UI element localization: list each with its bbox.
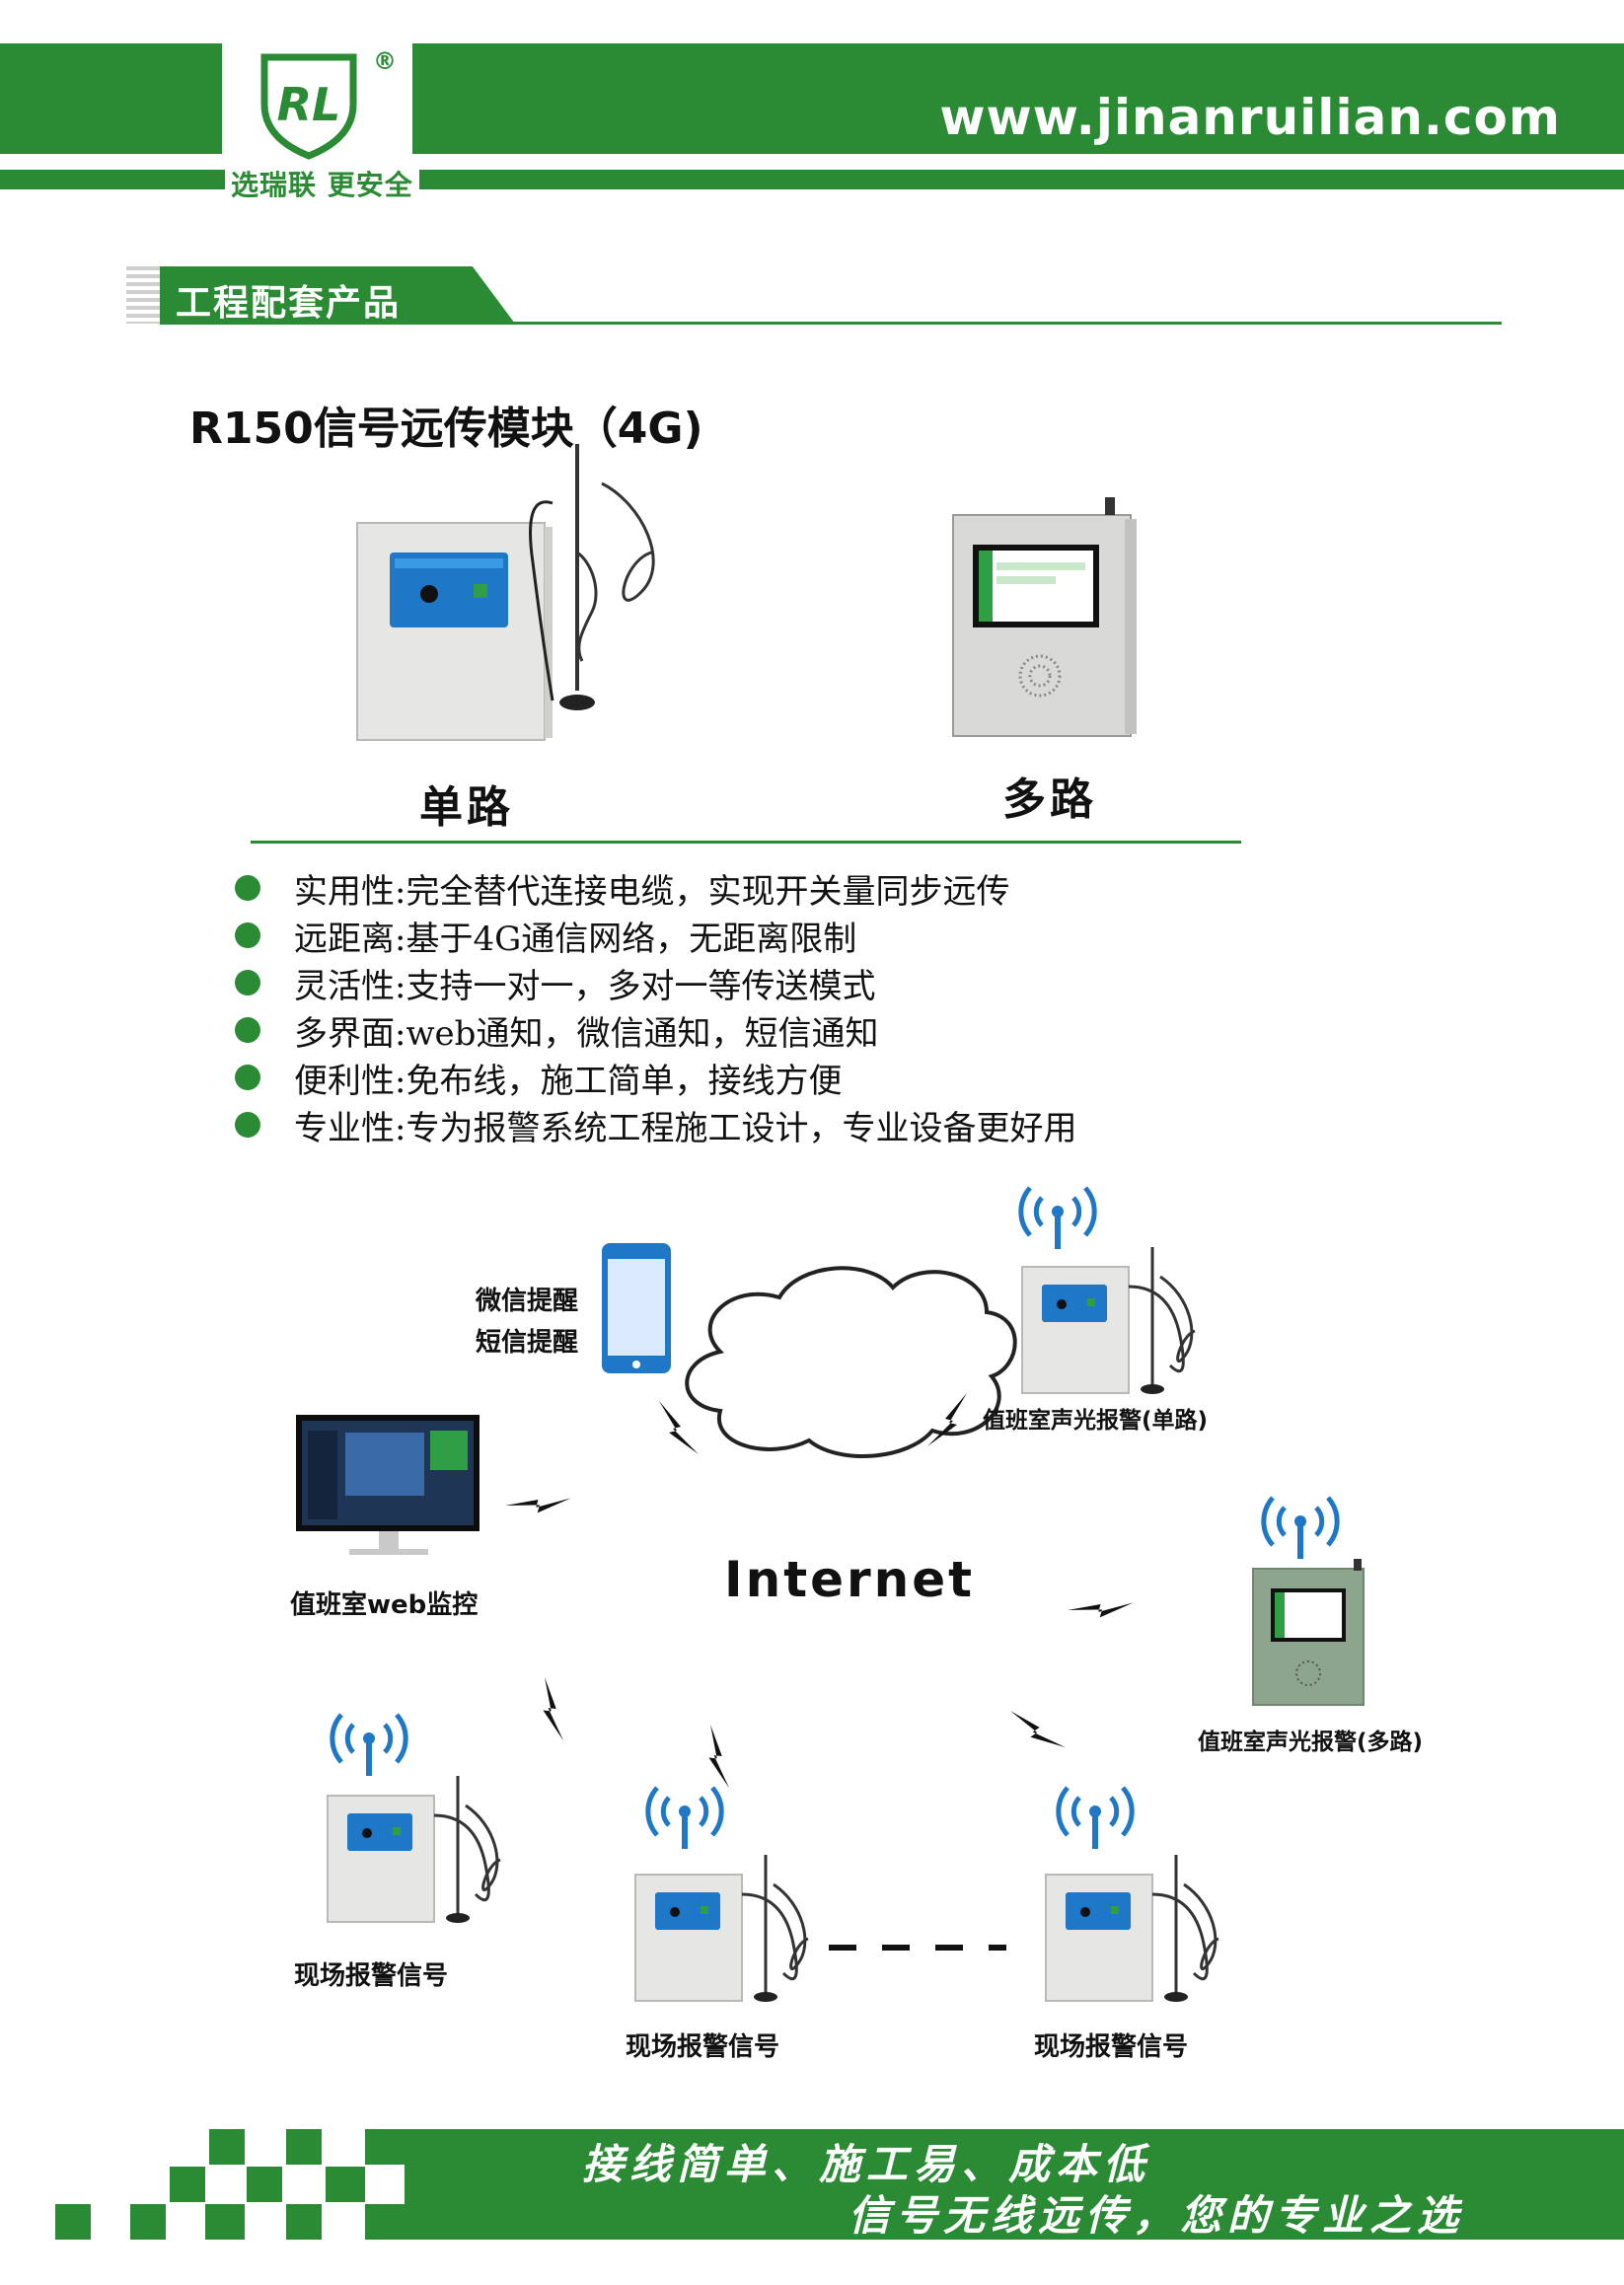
- lightning-icon: [1010, 1697, 1067, 1761]
- device-single-image: [345, 444, 681, 750]
- bullet-icon: [235, 1065, 260, 1090]
- field-alarm-label: 现场报警信号: [294, 1961, 449, 1991]
- logo-registered: ®: [373, 47, 397, 75]
- monitor-icon: [296, 1415, 480, 1555]
- lightning-icon: [1068, 1576, 1134, 1637]
- product-title: R150信号远传模块（4G): [189, 404, 703, 454]
- device-multi-icon: [1252, 1559, 1365, 1706]
- section-stripes: [126, 266, 160, 324]
- bullet-icon: [235, 970, 260, 995]
- section-tab: [160, 266, 515, 324]
- internet-label: Internet: [724, 1551, 976, 1608]
- section-title: 工程配套产品: [176, 283, 402, 324]
- list-item: 便利性:免布线，施工简单，接线方便: [235, 1054, 1076, 1101]
- logo-text: RL: [277, 78, 341, 131]
- lightning-icon: [526, 1677, 582, 1741]
- website-url[interactable]: www.jinanruilian.com: [939, 89, 1561, 146]
- header-bar-right: [412, 43, 1624, 154]
- multi-alarm-label: 值班室声光报警(多路): [1198, 1730, 1424, 1755]
- variant-single-caption: 单路: [419, 782, 514, 833]
- list-item: 专业性:专为报警系统工程施工设计，专业设备更好用: [235, 1101, 1076, 1148]
- internet-cloud-icon: [685, 1266, 1017, 1458]
- signal-icon: [1059, 1788, 1132, 1849]
- phone-icon: [602, 1243, 671, 1373]
- header-bar-left: [0, 43, 222, 154]
- field-device-icon: [326, 1774, 502, 1925]
- bullet-icon: [235, 922, 260, 948]
- signal-icon: [648, 1788, 721, 1849]
- list-item: 远距离:基于4G通信网络，无距离限制: [235, 912, 1076, 959]
- bullet-icon: [235, 875, 260, 901]
- variant-multi-caption: 多路: [1002, 774, 1097, 825]
- section-rule: [160, 322, 1502, 325]
- footer-band: [405, 2129, 1624, 2240]
- single-alarm-label: 值班室声光报警(单路): [983, 1408, 1209, 1434]
- signal-icon: [332, 1715, 406, 1776]
- list-item: 多界面:web通知，微信通知，短信通知: [235, 1006, 1076, 1054]
- bullet-icon: [235, 1112, 260, 1138]
- footer-slogan-line2: 信号无线远传，您的专业之选: [849, 2191, 1465, 2240]
- field-alarm-label: 现场报警信号: [1034, 2032, 1189, 2062]
- lightning-icon: [692, 1725, 748, 1789]
- footer-slogan-line1: 接线简单、施工易、成本低: [582, 2140, 1151, 2188]
- field-device-icon: [1044, 1853, 1220, 2004]
- signal-icon: [1264, 1498, 1337, 1559]
- network-diagram: [296, 1164, 1365, 2004]
- wechat-alert-label: 微信提醒: [476, 1287, 579, 1316]
- lightning-icon: [659, 1401, 699, 1454]
- field-device-icon: [633, 1853, 810, 2004]
- product-rule: [251, 841, 1241, 844]
- device-multi-image: [947, 493, 1144, 740]
- monitor-label: 值班室web监控: [290, 1590, 479, 1620]
- signal-icon: [1021, 1188, 1094, 1249]
- lightning-icon: [505, 1471, 571, 1532]
- list-item: 灵活性:支持一对一，多对一等传送模式: [235, 959, 1076, 1006]
- list-item: 实用性:完全替代连接电缆，实现开关量同步远传: [235, 864, 1076, 912]
- logo: RL ®: [225, 36, 408, 164]
- sms-alert-label: 短信提醒: [476, 1328, 579, 1358]
- field-alarm-label: 现场报警信号: [626, 2032, 780, 2062]
- feature-list: 实用性:完全替代连接电缆，实现开关量同步远传 远距离:基于4G通信网络，无距离限…: [235, 864, 1076, 1148]
- device-single-icon: [1020, 1245, 1197, 1396]
- tagline: 选瑞联 更安全: [225, 164, 419, 203]
- bullet-icon: [235, 1017, 260, 1043]
